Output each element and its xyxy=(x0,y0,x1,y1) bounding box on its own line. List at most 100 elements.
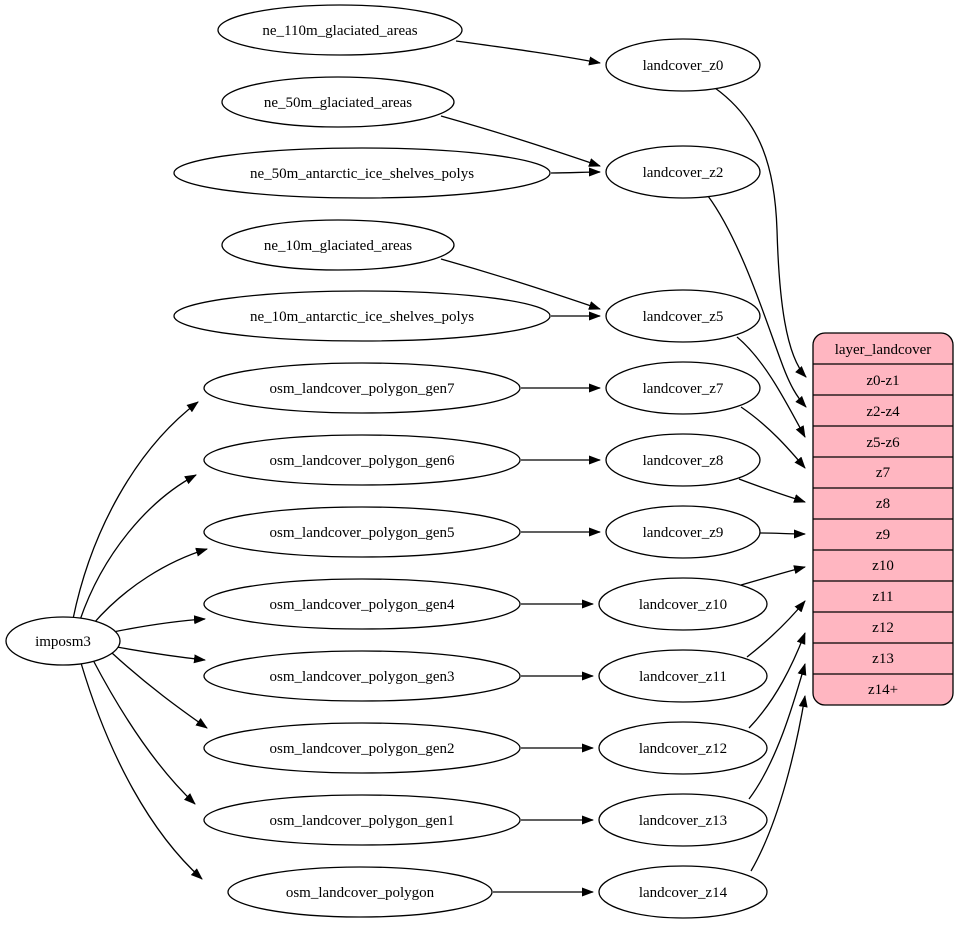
node-label: ne_110m_glaciated_areas xyxy=(262,23,417,39)
node-label: landcover_z2 xyxy=(643,165,724,181)
edge-landcover_z11-row-z11 xyxy=(746,600,806,658)
node-label: osm_landcover_polygon_gen7 xyxy=(270,381,455,397)
edge-landcover_z7-row-z7 xyxy=(740,406,806,469)
node-label: ne_50m_glaciated_areas xyxy=(264,95,412,111)
node-imposm3: imposm3 xyxy=(5,616,121,666)
node-ellipse xyxy=(217,4,463,56)
node-ellipse xyxy=(203,722,521,774)
node-landcover_z7: landcover_z7 xyxy=(605,361,761,415)
node-label: osm_landcover_polygon_gen3 xyxy=(270,669,455,685)
node-label: landcover_z7 xyxy=(643,381,724,397)
layer-row-z8: z8 xyxy=(876,496,890,512)
node-ellipse xyxy=(203,794,521,846)
node-ellipse xyxy=(203,506,521,558)
edge-imposm3-gen7 xyxy=(72,401,199,620)
node-osm_landcover_polygon_gen4: osm_landcover_polygon_gen4 xyxy=(203,578,521,630)
node-label: landcover_z10 xyxy=(639,597,727,613)
node-label: osm_landcover_polygon_gen2 xyxy=(270,741,455,757)
node-osm_landcover_polygon: osm_landcover_polygon xyxy=(227,866,493,918)
edge-ne_10m_glaciated_areas-landcover_z5 xyxy=(440,258,601,310)
node-ne_10m_antarctic_ice_shelves_polys: ne_10m_antarctic_ice_shelves_polys xyxy=(173,290,551,342)
node-landcover_z13: landcover_z13 xyxy=(598,793,768,847)
edge-landcover_z13-row-z13 xyxy=(748,663,807,800)
node-label: ne_10m_glaciated_areas xyxy=(264,238,412,254)
node-ne_110m_glaciated_areas: ne_110m_glaciated_areas xyxy=(217,4,463,56)
node-ellipse xyxy=(598,649,768,703)
node-label: landcover_z13 xyxy=(639,813,727,829)
edge-imposm3-osm_landcover_polygon xyxy=(80,662,203,880)
node-label: landcover_z9 xyxy=(643,525,724,541)
node-ellipse xyxy=(605,145,761,199)
layer-table-title: layer_landcover xyxy=(835,342,932,358)
node-osm_landcover_polygon_gen6: osm_landcover_polygon_gen6 xyxy=(203,434,521,486)
node-label: osm_landcover_polygon xyxy=(286,885,435,901)
layer-table: layer_landcover z0-z1 z2-z4 z5-z6 z7 z8 … xyxy=(812,332,954,706)
node-ellipse xyxy=(605,433,761,487)
node-ellipse xyxy=(173,147,551,199)
node-ellipse xyxy=(227,866,493,918)
edge-ne_50m_antarctic_ice_shelves_polys-landcover_z2 xyxy=(550,167,601,177)
layer-row-z10: z10 xyxy=(872,558,894,574)
node-label: imposm3 xyxy=(35,634,91,650)
layer-row-z11: z11 xyxy=(872,589,893,605)
layer-row-z9: z9 xyxy=(876,527,890,543)
edge-landcover_z2-row-z2-z4 xyxy=(707,195,807,408)
layer-row-z13: z13 xyxy=(872,651,894,667)
layer-row-z2-z4: z2-z4 xyxy=(866,404,900,420)
node-ellipse xyxy=(598,865,768,919)
node-ellipse xyxy=(598,721,768,775)
node-landcover_z0: landcover_z0 xyxy=(605,38,761,92)
source-nodes: ne_110m_glaciated_areas ne_50m_glaciated… xyxy=(173,4,551,918)
node-label: landcover_z8 xyxy=(643,453,724,469)
layer-row-z14plus: z14+ xyxy=(868,682,898,698)
intermediate-nodes: landcover_z0 landcover_z2 landcover_z5 l… xyxy=(598,38,768,919)
node-label: landcover_z5 xyxy=(643,309,724,325)
node-ellipse xyxy=(605,505,761,559)
node-label: osm_landcover_polygon_gen4 xyxy=(270,597,455,613)
edge-landcover_z12-row-z12 xyxy=(748,632,806,729)
edge-ne_110m_glaciated_areas-landcover_z0 xyxy=(455,40,601,66)
node-label: landcover_z0 xyxy=(643,58,724,74)
node-osm_landcover_polygon_gen3: osm_landcover_polygon_gen3 xyxy=(203,650,521,702)
node-ne_10m_glaciated_areas: ne_10m_glaciated_areas xyxy=(221,219,455,271)
node-landcover_z5: landcover_z5 xyxy=(605,289,761,343)
node-ellipse xyxy=(598,577,768,631)
node-ne_50m_antarctic_ice_shelves_polys: ne_50m_antarctic_ice_shelves_polys xyxy=(173,147,551,199)
node-osm_landcover_polygon_gen1: osm_landcover_polygon_gen1 xyxy=(203,794,521,846)
node-ellipse xyxy=(203,650,521,702)
node-ellipse xyxy=(605,289,761,343)
node-ellipse xyxy=(221,219,455,271)
node-ellipse xyxy=(203,434,521,486)
node-label: osm_landcover_polygon_gen5 xyxy=(270,525,455,541)
node-landcover_z14: landcover_z14 xyxy=(598,865,768,919)
node-label: ne_10m_antarctic_ice_shelves_polys xyxy=(250,309,474,325)
edge-imposm3-gen6 xyxy=(79,474,197,621)
edges xyxy=(72,40,808,897)
node-landcover_z8: landcover_z8 xyxy=(605,433,761,487)
node-ellipse xyxy=(605,361,761,415)
node-ellipse xyxy=(221,76,455,128)
edge-imposm3-gen1 xyxy=(92,659,196,805)
node-ellipse xyxy=(605,38,761,92)
node-label: landcover_z12 xyxy=(639,741,727,757)
node-ellipse xyxy=(203,578,521,630)
edge-ne_50m_glaciated_areas-landcover_z2 xyxy=(440,115,601,167)
node-label: landcover_z14 xyxy=(639,885,728,901)
node-landcover_z11: landcover_z11 xyxy=(598,649,768,703)
node-label: landcover_z11 xyxy=(639,669,727,685)
node-label: osm_landcover_polygon_gen1 xyxy=(270,813,455,829)
layer-row-z12: z12 xyxy=(872,620,894,636)
edge-landcover_z14-row-z14plus xyxy=(750,695,808,872)
node-ellipse xyxy=(5,616,121,666)
edge-imposm3-gen4 xyxy=(112,615,206,633)
node-landcover_z10: landcover_z10 xyxy=(598,577,768,631)
node-ne_50m_glaciated_areas: ne_50m_glaciated_areas xyxy=(221,76,455,128)
node-ellipse xyxy=(173,290,551,342)
node-landcover_z2: landcover_z2 xyxy=(605,145,761,199)
node-label: ne_50m_antarctic_ice_shelves_polys xyxy=(250,166,474,182)
edge-landcover_z0-row-z0-z1 xyxy=(714,87,807,378)
layer-row-z0-z1: z0-z1 xyxy=(866,373,899,389)
edge-landcover_z5-row-z5-z6 xyxy=(736,336,806,438)
